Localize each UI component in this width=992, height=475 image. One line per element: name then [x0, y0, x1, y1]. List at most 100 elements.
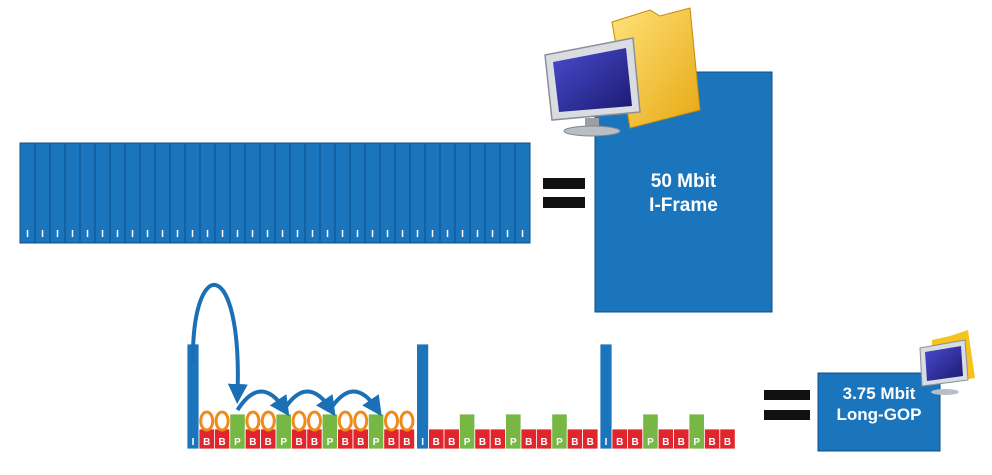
- i-frame-label: I: [506, 229, 509, 240]
- i-frame-label: I: [476, 229, 479, 240]
- i-frame-label: I: [281, 229, 284, 240]
- i-frame: [514, 142, 531, 244]
- bidirectional-reference-arc: [399, 410, 415, 432]
- bidirectional-reference-arc: [260, 410, 276, 432]
- i-frame-type: I-Frame: [649, 194, 718, 216]
- i-frame: [94, 142, 111, 244]
- i-frame: [409, 142, 426, 244]
- i-frame-label: I: [206, 229, 209, 240]
- i-frame-label: I: [326, 229, 329, 240]
- i-frame: [394, 142, 411, 244]
- gop-frame-label: B: [708, 437, 715, 448]
- i-frame-label: I: [266, 229, 269, 240]
- i-frame-label: I: [41, 229, 44, 240]
- gop-frame-label: B: [218, 437, 225, 448]
- gop-frame-label: B: [265, 437, 272, 448]
- gop-i-frame: [416, 343, 430, 450]
- i-frame-label: I: [251, 229, 254, 240]
- gop-b-frame: [719, 428, 736, 450]
- gop-frame-label: B: [357, 437, 364, 448]
- gop-frame-label: P: [234, 437, 241, 448]
- gop-frame-label: B: [403, 437, 410, 448]
- i-frame-label: I: [431, 229, 434, 240]
- i-frame: [184, 142, 201, 244]
- i-frame-label: I: [341, 229, 344, 240]
- i-frame-label: I: [521, 229, 524, 240]
- i-frame-bitrate: 50 Mbit: [650, 171, 717, 192]
- gop-frame-label: B: [662, 437, 669, 448]
- long-gop-type: Long-GOP: [836, 405, 922, 425]
- i-frame: [169, 142, 186, 244]
- bidirectional-reference-arc: [307, 410, 322, 432]
- gop-frame-label: B: [571, 437, 578, 448]
- i-frame-label: I: [146, 229, 149, 240]
- i-frame: [484, 142, 501, 244]
- gop-frame-label: P: [556, 437, 563, 448]
- i-frame-label: I: [71, 229, 74, 240]
- gop-frame-label: B: [249, 437, 256, 448]
- gop-frame-label: B: [342, 437, 349, 448]
- gop-i-frame: [599, 343, 613, 450]
- i-frame: [274, 142, 291, 244]
- gop-frame-label: B: [448, 437, 455, 448]
- gop-frame-label: B: [631, 437, 638, 448]
- i-frame-size-label: 50 Mbit I-Frame: [595, 170, 772, 218]
- gop-frame-label: B: [678, 437, 685, 448]
- i-frame-label: I: [296, 229, 299, 240]
- i-frame-label: I: [116, 229, 119, 240]
- i-frame: [124, 142, 141, 244]
- i-frame: [454, 142, 471, 244]
- i-frame-label: I: [401, 229, 404, 240]
- gop-frame-label: B: [311, 437, 318, 448]
- bidirectional-reference-arc: [245, 410, 261, 432]
- gop-frame-label: P: [373, 437, 380, 448]
- gop-frame-label: B: [203, 437, 210, 448]
- reference-arrow: [190, 283, 248, 404]
- equals-icon: [764, 390, 810, 420]
- i-frame: [349, 142, 366, 244]
- i-frame: [64, 142, 81, 244]
- bidirectional-reference-arc: [384, 410, 399, 432]
- reference-arrows: [190, 283, 415, 432]
- gop-frame-label: P: [327, 437, 334, 448]
- gop-frame-label: P: [464, 437, 471, 448]
- monitor-icon: [544, 37, 641, 137]
- i-frame: [199, 142, 216, 244]
- i-frame: [364, 142, 381, 244]
- gop-frame-label: I: [192, 437, 195, 448]
- i-frame: [19, 142, 36, 244]
- i-frame-label: I: [176, 229, 179, 240]
- i-frame: [319, 142, 336, 244]
- gop-frame-label: B: [724, 437, 731, 448]
- i-frame: [154, 142, 171, 244]
- i-frame-label: I: [236, 229, 239, 240]
- gop-frame-label: B: [388, 437, 395, 448]
- i-frame: [334, 142, 351, 244]
- gop-frame-label: I: [605, 437, 608, 448]
- bidirectional-reference-arc: [199, 410, 215, 432]
- i-frame-label: I: [131, 229, 134, 240]
- reference-arrow: [328, 389, 382, 417]
- i-frame-label: I: [221, 229, 224, 240]
- gop-b-frame: [582, 428, 599, 450]
- gop-frame-label: B: [525, 437, 532, 448]
- gop-frame-label: B: [494, 437, 501, 448]
- bidirectional-reference-arc: [337, 410, 353, 432]
- i-frame-label: I: [461, 229, 464, 240]
- gop-frame-label: P: [693, 437, 700, 448]
- bidirectional-reference-arc: [214, 410, 230, 432]
- i-frame-label: I: [56, 229, 59, 240]
- gop-frame-label: B: [540, 437, 547, 448]
- i-frame: [469, 142, 486, 244]
- i-frame: [289, 142, 306, 244]
- reference-arrow: [282, 389, 336, 417]
- gop-frame-label: I: [421, 437, 424, 448]
- i-frame-label: I: [371, 229, 374, 240]
- i-frame-label: I: [311, 229, 314, 240]
- i-frame-label: I: [446, 229, 449, 240]
- i-frame: [244, 142, 261, 244]
- reference-arrow: [235, 389, 290, 417]
- long-gop-bitrate: 3.75 Mbit: [842, 384, 916, 403]
- i-frame-label: I: [356, 229, 359, 240]
- monitor-icon: [919, 330, 975, 395]
